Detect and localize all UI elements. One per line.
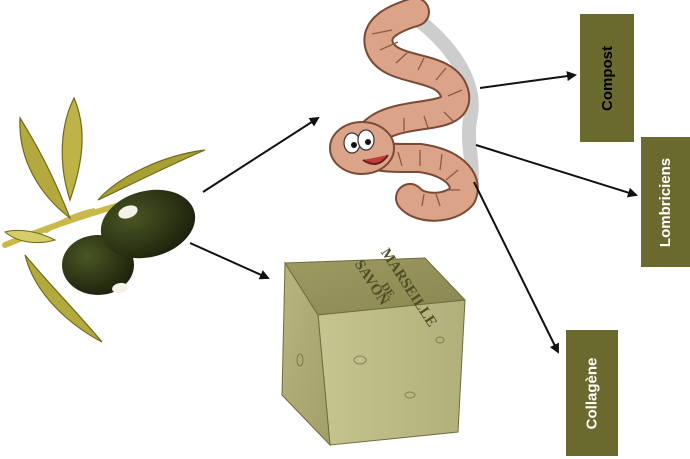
olive-branch-icon (5, 98, 205, 342)
label-compost-text: Compost (599, 46, 616, 111)
label-collagene: Collagène (566, 330, 618, 456)
label-lombriciens-text: Lombriciens (657, 157, 674, 246)
label-collagene-text: Collagène (584, 357, 601, 429)
arrow-olive-to-soap (190, 243, 268, 278)
label-lombriciens: Lombriciens (641, 137, 690, 267)
arrow-worm-to-collagene (474, 182, 558, 352)
arrow-olive-to-worm (203, 118, 318, 192)
soap-cube-icon: SAVON DE MARSEILLE (282, 246, 465, 445)
arrow-worm-to-lombriciens (476, 145, 636, 195)
label-compost: Compost (580, 14, 634, 142)
earthworm-icon (330, 12, 472, 207)
arrow-worm-to-compost (480, 75, 575, 88)
